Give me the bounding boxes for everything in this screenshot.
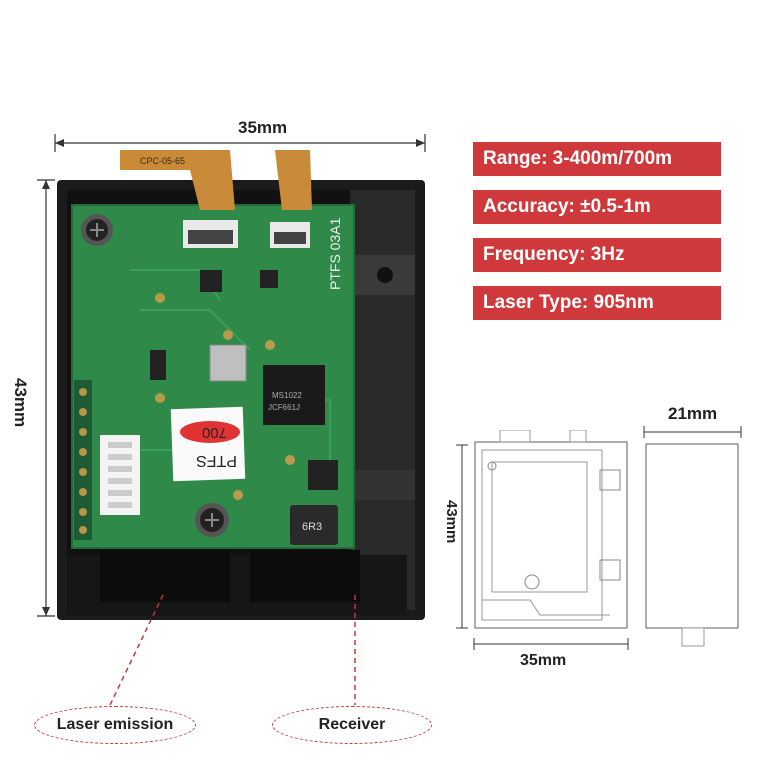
sticker-number: 700 — [202, 424, 227, 441]
side-width-label: 21mm — [668, 404, 718, 423]
module-photo: CPC-05-65 MS1022 JCF661J 6R3 700 PTFS PT… — [57, 150, 425, 620]
spec-laser-type: Laser Type: 905nm — [473, 286, 721, 320]
inductor-label: 6R3 — [302, 521, 322, 533]
technical-drawing — [474, 430, 739, 647]
sticker-text: PTFS — [196, 452, 237, 469]
spec-frequency: Frequency: 3Hz — [473, 238, 721, 272]
spec-accuracy: Accuracy: ±0.5-1m — [473, 190, 721, 224]
receiver-callout: Receiver — [272, 706, 432, 744]
laser-emission-callout: Laser emission — [34, 706, 196, 744]
side-bottom-width-label: 35mm — [520, 652, 567, 669]
spec-range: Range: 3-400m/700m — [473, 142, 721, 176]
side-height-label: 43mm — [443, 500, 460, 544]
board-model-label: PTFS 03A1 — [327, 217, 343, 290]
chip-label-2: JCF661J — [268, 403, 300, 412]
chip-label-1: MS1022 — [272, 391, 302, 400]
width-dimension-label: 35mm — [238, 118, 288, 137]
cable-print: CPC-05-65 — [140, 156, 185, 166]
